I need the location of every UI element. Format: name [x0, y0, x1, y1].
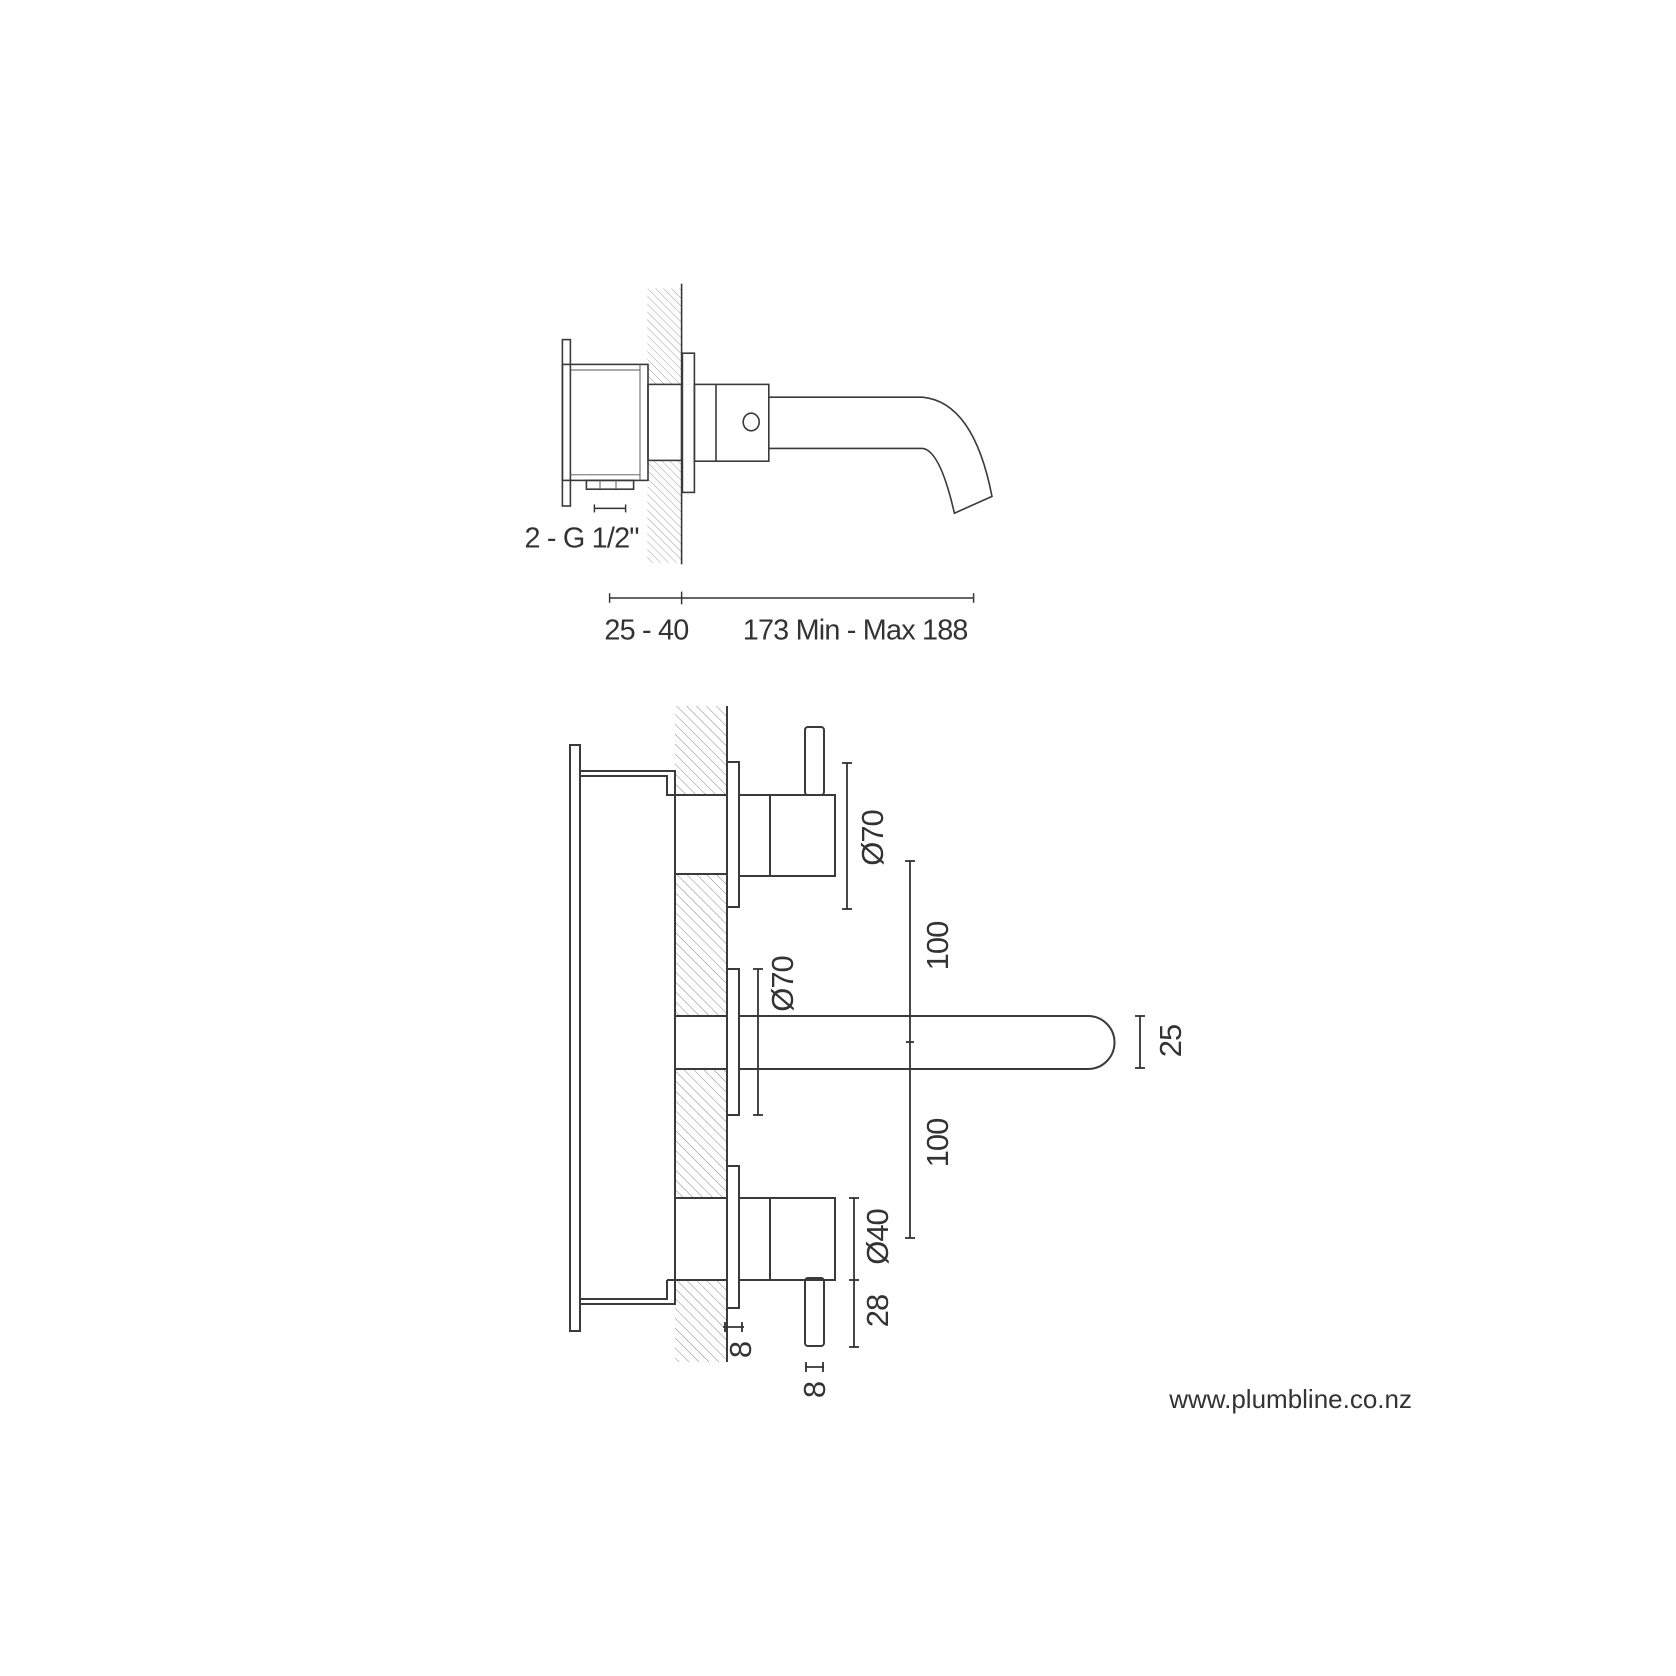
spout-body [693, 383, 770, 463]
spout-flange-diameter-label: Ø70 [765, 955, 800, 1011]
connection-label: 2 - G 1/2" [524, 523, 638, 555]
wall-section [647, 460, 682, 563]
front-view: Ø70 100 100 Ø70 25 Ø40 28 [569, 706, 1188, 1398]
top-handle-dimension [842, 762, 852, 910]
spout-height-dimension [1135, 1015, 1145, 1069]
spout [739, 1015, 1116, 1070]
top-handle-body [738, 794, 836, 877]
top-flange [726, 761, 740, 908]
spout-flange-dimension [753, 968, 763, 1116]
connection-dimension [593, 504, 627, 513]
bottom-lever [804, 1277, 825, 1347]
valve-box [580, 770, 676, 1305]
top-handle-diameter-label: Ø70 [855, 809, 890, 865]
wall-section [675, 1069, 727, 1198]
website-url: www.plumbline.co.nz [1168, 1384, 1412, 1414]
bottom-handle-dimension [849, 1197, 859, 1348]
spout-length-label: 173 Min - Max 188 [743, 615, 968, 647]
spacing-dimension [905, 860, 915, 1239]
wall-section [675, 706, 727, 795]
bottom-handle-body [738, 1197, 836, 1281]
wall-section [647, 288, 682, 385]
lower-spacing-label: 100 [920, 1118, 955, 1167]
valve-box [561, 363, 649, 482]
wall-depth-label: 25 - 40 [604, 615, 688, 647]
inlet-connector [585, 479, 635, 491]
side-view: 2 - G 1/2" 25 - 40 173 Min - Max 188 [524, 283, 993, 647]
back-plate [569, 744, 581, 1332]
overall-dimension [608, 591, 975, 605]
wall-section [675, 874, 727, 1016]
top-lever [804, 726, 825, 796]
bottom-handle-diameter-label: Ø40 [860, 1208, 895, 1264]
lever-thickness-label: 8 [797, 1382, 832, 1398]
flange-thickness-dimension [723, 1322, 744, 1332]
grub-screw-icon [742, 412, 761, 432]
spout-height-label: 25 [1153, 1025, 1188, 1057]
wall-pipe [647, 383, 683, 462]
spout-flange [726, 968, 740, 1116]
bottom-flange [726, 1165, 740, 1309]
upper-spacing-label: 100 [920, 921, 955, 970]
lever-thickness-dimension [805, 1362, 824, 1372]
spout [768, 396, 993, 515]
wall-flange [681, 352, 696, 494]
wall-section [675, 1280, 727, 1362]
lever-length-label: 28 [860, 1295, 895, 1327]
flange-thickness-label: 8 [723, 1342, 758, 1358]
